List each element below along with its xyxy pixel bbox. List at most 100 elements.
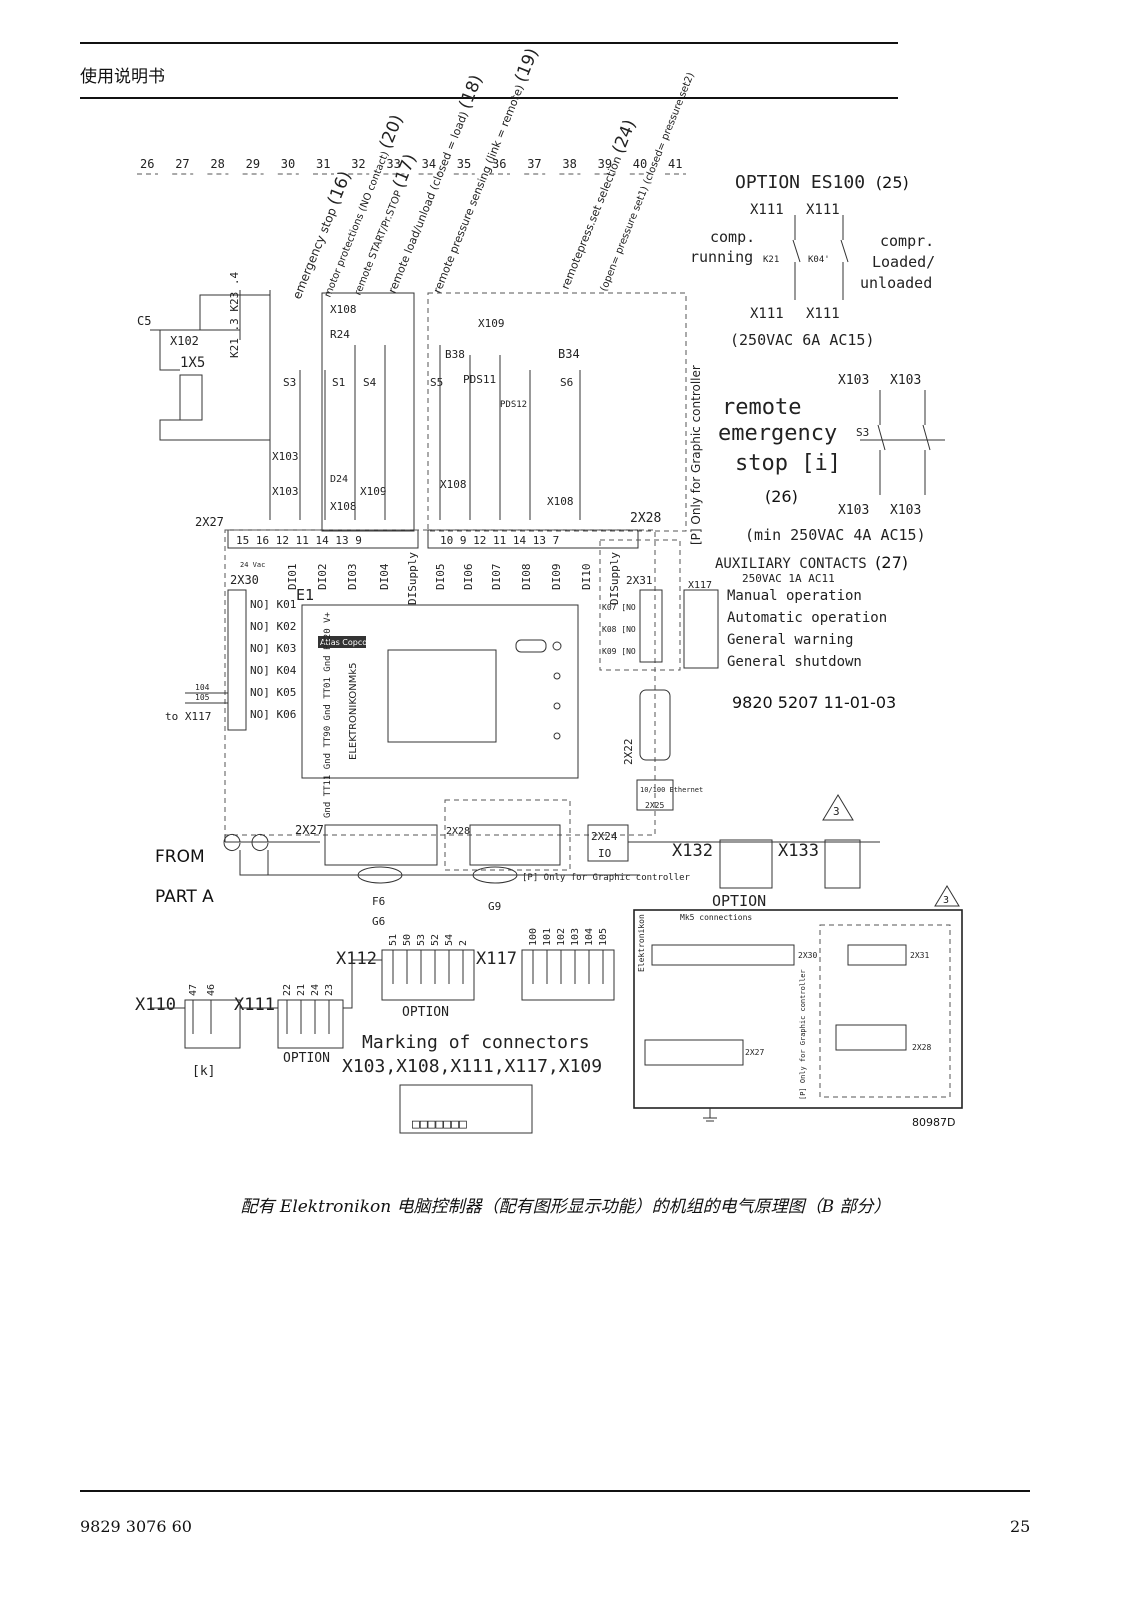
graphic-only-vertical: [P] Only for Graphic controller <box>689 365 703 545</box>
column-number: 37 <box>527 157 541 171</box>
svg-text:X110: X110 <box>135 995 176 1015</box>
svg-text:80987D: 80987D <box>912 1116 955 1129</box>
svg-text:K09 [NO: K09 [NO <box>602 647 636 656</box>
column-number: 33 <box>386 157 400 171</box>
svg-text:K07 [NO: K07 [NO <box>602 603 636 612</box>
svg-text:Mk5 connections: Mk5 connections <box>680 913 752 922</box>
footer-page-number: 25 <box>1010 1517 1031 1536</box>
part-a-label: PART A <box>155 887 214 907</box>
wire-label: 51 <box>388 934 399 946</box>
svg-text:10 9 12 11 14 13 7: 10 9 12 11 14 13 7 <box>440 534 559 547</box>
mk5-connections: 3 Mk5 connections Elektronikon 2X30 2X31… <box>633 885 963 1129</box>
wire-label: 23 <box>324 984 335 996</box>
svg-text:2X25: 2X25 <box>645 801 664 810</box>
svg-text:Atlas Copco: Atlas Copco <box>320 638 367 647</box>
relay-label: NO] K04 <box>250 664 297 677</box>
svg-text:OPTION: OPTION <box>283 1051 330 1066</box>
controller-e1: E1 Atlas Copco ELEKTRONIKONMk5 <box>296 586 579 779</box>
svg-text:running: running <box>690 248 753 266</box>
wire-label: 2 <box>458 940 469 946</box>
svg-text:stop [i]: stop [i] <box>735 451 841 476</box>
svg-text:1X5: 1X5 <box>180 355 205 371</box>
wire-label: 53 <box>416 934 427 946</box>
svg-text:ELEKTRONIKONMk5: ELEKTRONIKONMk5 <box>348 663 359 761</box>
input-label: DI09 <box>550 564 563 591</box>
svg-text:2X28: 2X28 <box>912 1043 931 1052</box>
svg-text:X103: X103 <box>890 373 921 388</box>
column-number: 31 <box>316 157 330 171</box>
column-number: 30 <box>281 157 295 171</box>
input-label: DI01 <box>286 564 299 591</box>
svg-text:105: 105 <box>195 693 210 702</box>
ref-number: 9820 5207 11-01-03 <box>732 693 896 712</box>
svg-text:X108: X108 <box>440 478 467 491</box>
svg-text:3: 3 <box>943 895 949 906</box>
column-number: 39 <box>598 157 612 171</box>
rotated-labels: emergency stop (16) motor protections (N… <box>290 45 697 301</box>
wire-label: 100 <box>528 928 539 946</box>
column-number: 40 <box>633 157 647 171</box>
svg-text:OPTION: OPTION <box>402 1005 449 1020</box>
header-top-rule <box>80 42 898 44</box>
svg-text:2X31: 2X31 <box>910 951 929 960</box>
header-bottom-rule <box>80 97 898 99</box>
wire-label: 101 <box>542 928 553 946</box>
svg-text:comp.: comp. <box>710 228 755 246</box>
svg-text:2X22: 2X22 <box>622 739 635 766</box>
svg-text:G9: G9 <box>488 900 501 913</box>
column-number: 27 <box>175 157 189 171</box>
option-es100: OPTION ES100 (25) X111 X111 comp. runnin… <box>690 172 935 349</box>
wire-label: 50 <box>402 934 413 946</box>
svg-text:OPTION ES100 (25): OPTION ES100 (25) <box>735 172 909 193</box>
wire-label: 21 <box>296 984 307 996</box>
svg-text:K04': K04' <box>808 255 830 265</box>
input-label: DISupply <box>608 552 621 605</box>
wire-label: 102 <box>556 928 567 946</box>
svg-text:X132: X132 <box>672 841 713 861</box>
svg-text:104: 104 <box>195 683 210 692</box>
from-label: FROM <box>155 847 205 867</box>
column-number: 38 <box>562 157 576 171</box>
svg-text:X103: X103 <box>272 485 299 498</box>
svg-text:Gnd TT11 Gnd TT90 Gnd TT01 Gnd: Gnd TT11 Gnd TT90 Gnd TT01 Gnd PT20 V+ <box>323 612 333 818</box>
svg-text:Marking of connectors: Marking of connectors <box>362 1032 590 1053</box>
svg-text:2X28: 2X28 <box>630 511 661 526</box>
input-label: DI10 <box>580 564 593 591</box>
svg-text:OPTION: OPTION <box>712 892 766 910</box>
relay-label: NO] K03 <box>250 642 296 655</box>
svg-text:X108: X108 <box>547 495 574 508</box>
svg-text:2X30: 2X30 <box>230 573 259 587</box>
figure-caption: 配有 Elektronikon 电脑控制器（配有图形显示功能）的机组的电气原理图… <box>240 1197 891 1217</box>
svg-text:Manual operation: Manual operation <box>727 588 862 604</box>
svg-text:2X24: 2X24 <box>591 830 618 843</box>
svg-text:compr.: compr. <box>880 232 934 250</box>
svg-text:X111: X111 <box>750 202 784 218</box>
svg-text:emergency: emergency <box>718 421 837 446</box>
label-remotepress-set: remotepress.set selection (24) <box>554 117 640 292</box>
svg-text:X111: X111 <box>806 306 840 322</box>
marking-of-connectors: Marking of connectors X103,X108,X111,X11… <box>342 1032 602 1134</box>
svg-text:2X27: 2X27 <box>295 823 324 837</box>
wire-label: 52 <box>430 934 441 946</box>
svg-text:G6: G6 <box>372 915 385 928</box>
svg-text:250VAC 1A AC11: 250VAC 1A AC11 <box>742 572 835 585</box>
svg-text:PDS12: PDS12 <box>500 400 527 410</box>
svg-text:(250VAC 6A AC15): (250VAC 6A AC15) <box>730 331 875 349</box>
header-title: 使用说明书 <box>80 67 165 87</box>
svg-text:2X27: 2X27 <box>745 1048 764 1057</box>
terminal-strips: 2X27 2X28 15 16 12 11 14 13 9 10 9 12 11… <box>195 511 661 836</box>
column-number: 28 <box>210 157 224 171</box>
relay-label: NO] K06 <box>250 708 296 721</box>
x132-x133: X132 X133 OPTION 3 <box>672 794 861 910</box>
footer-doc-number: 9829 3076 60 <box>80 1517 192 1536</box>
column-number: 32 <box>351 157 365 171</box>
svg-text:X103: X103 <box>838 503 869 518</box>
svg-text:[k]: [k] <box>192 1064 215 1079</box>
wire-label: 22 <box>282 984 293 996</box>
svg-text:K21: K21 <box>763 255 779 265</box>
svg-text:X133: X133 <box>778 841 819 861</box>
svg-text:PDS11: PDS11 <box>463 373 496 386</box>
